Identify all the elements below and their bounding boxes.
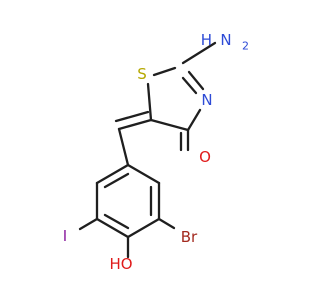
bond-c2-n3 (187, 70, 205, 91)
bond-n3-c4 (186, 108, 202, 132)
bond-ar3-ar4 (126, 217, 161, 239)
bond-c5-ch (117, 118, 153, 131)
iodine-label: I (63, 227, 67, 245)
ring-nitrogen-label: N (201, 91, 212, 109)
amino-subscript-label: 2 (242, 40, 249, 53)
bond-c4-c5 (149, 118, 190, 132)
sulfur-label: S (137, 65, 147, 83)
hydroxyl-label: HO (109, 255, 132, 273)
benzene-ring (95, 163, 161, 239)
bond-ar4-ar5-inner (103, 213, 130, 230)
bond-ar4-ar5 (95, 217, 130, 239)
bond-ar6-ar1 (95, 163, 130, 185)
bromine-label: Br (181, 228, 198, 246)
bond-ch-aryl (117, 127, 130, 167)
bond-ar5-i (78, 217, 99, 231)
bond-c5-ch-double (114, 110, 150, 123)
bond-c2-amino (181, 41, 217, 65)
bond-s-c2 (152, 66, 177, 77)
molecule-structure: S N H 2 N O Br I HO (63, 31, 249, 273)
carbonyl-oxygen-label: O (199, 148, 211, 166)
bond-c2-n3-double (181, 76, 198, 95)
amino-n-label: N (220, 31, 231, 49)
bond-ar6-ar1-inner (103, 172, 130, 189)
amino-h-label: H (201, 31, 212, 49)
thiazolone-ring (146, 41, 217, 132)
bond-ar3-br (157, 217, 176, 230)
bond-c5-s (146, 82, 153, 122)
bond-ar1-ar2 (126, 163, 161, 185)
